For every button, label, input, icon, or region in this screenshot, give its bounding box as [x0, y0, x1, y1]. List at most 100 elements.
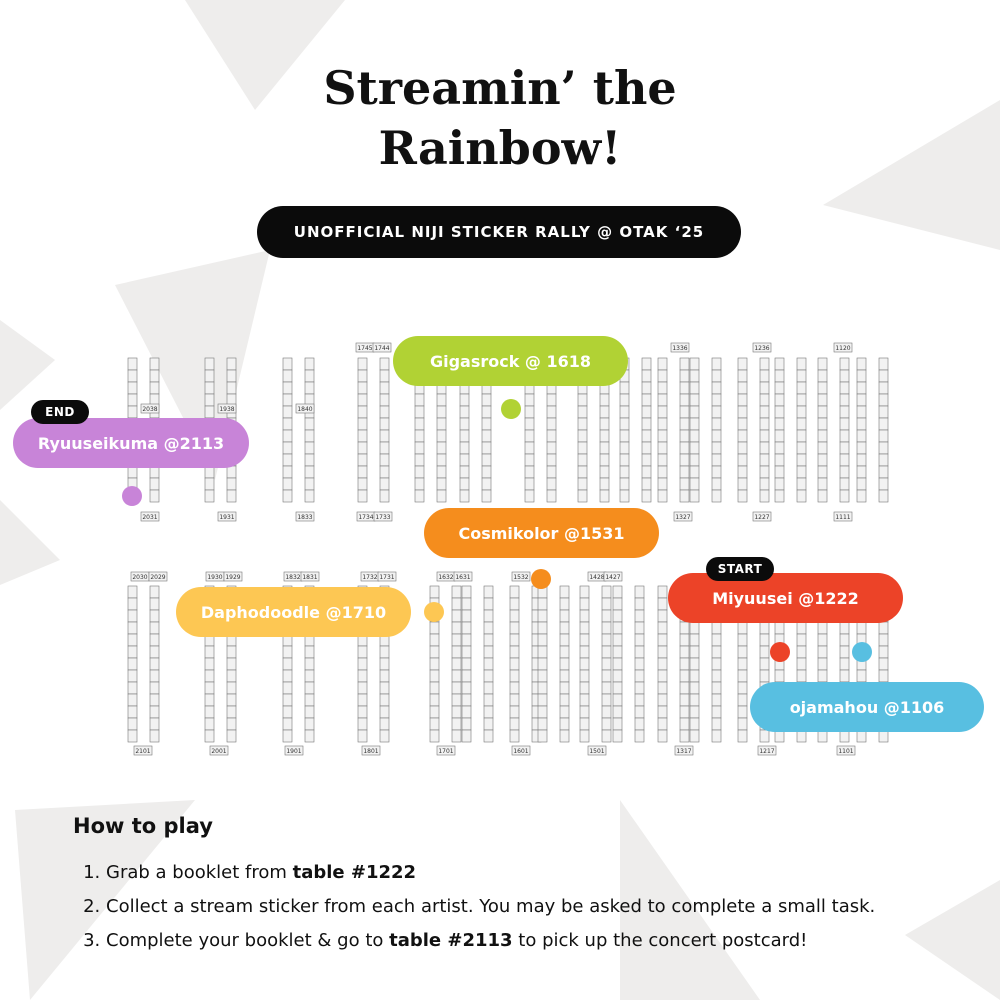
booth-table — [679, 369, 690, 383]
booth-table — [451, 609, 462, 623]
booth-table — [537, 597, 548, 611]
booth-table — [379, 465, 390, 479]
booth-table — [579, 633, 590, 647]
booth-table — [657, 477, 668, 491]
booth-table — [204, 405, 215, 419]
aisle-end-box — [752, 342, 772, 353]
aisle-end-box — [670, 342, 690, 353]
booth-table — [204, 693, 215, 707]
booth-table — [451, 657, 462, 671]
artist-pill-ryuuseikuma[interactable]: Ryuuseikuma @2113 — [13, 418, 249, 468]
booth-table — [429, 693, 440, 707]
booth-table — [612, 657, 623, 671]
booth-table — [559, 729, 570, 743]
booth-table — [414, 465, 425, 479]
booth-table — [634, 729, 645, 743]
booth-table — [878, 405, 889, 419]
booth-table — [878, 633, 889, 647]
booth-table — [759, 429, 770, 443]
booth-table — [737, 453, 748, 467]
booth-table — [619, 465, 630, 479]
booth-table — [679, 429, 690, 443]
booth-table — [577, 489, 588, 503]
booth-table — [379, 729, 390, 743]
aisle-end-label: 1833 — [297, 514, 312, 521]
booth-table — [509, 597, 520, 611]
booth-table — [204, 657, 215, 671]
booth-table — [226, 369, 237, 383]
booth-table — [451, 717, 462, 731]
aisle-end-label: 1930 — [207, 574, 222, 581]
booth-table — [634, 645, 645, 659]
aisle-end-box — [833, 342, 853, 353]
booth-table — [657, 621, 668, 635]
booth-table — [537, 693, 548, 707]
booth-table — [304, 369, 315, 383]
booth-table — [127, 621, 138, 635]
artist-pill-ojamahou[interactable]: ojamahou @1106 — [750, 682, 984, 732]
artist-pill-gigasrock[interactable]: Gigasrock @ 1618 — [393, 336, 628, 386]
booth-table — [711, 465, 722, 479]
aisle-end-box — [217, 403, 237, 414]
booth-table — [304, 465, 315, 479]
booth-table — [856, 477, 867, 491]
booth-table — [451, 621, 462, 635]
booth-table — [559, 705, 570, 719]
booth-table — [612, 681, 623, 695]
booth-table — [679, 465, 690, 479]
booth-table — [357, 429, 368, 443]
booth-table — [204, 669, 215, 683]
booth-table — [414, 489, 425, 503]
booth-table — [127, 609, 138, 623]
booth-table — [304, 477, 315, 491]
booth-table — [657, 609, 668, 623]
booth-table — [679, 441, 690, 455]
booth-table — [679, 417, 690, 431]
end-tag: END — [31, 400, 89, 424]
booth-table — [127, 369, 138, 383]
artist-pill-cosmikolor[interactable]: Cosmikolor @1531 — [424, 508, 659, 558]
booth-table — [559, 609, 570, 623]
booth-table — [817, 621, 828, 635]
booth-table — [657, 393, 668, 407]
booth-table — [634, 705, 645, 719]
booth-table — [737, 489, 748, 503]
booth-table — [619, 453, 630, 467]
aisle-end-box — [209, 745, 229, 756]
booth-table — [149, 621, 160, 635]
booth-table — [509, 609, 520, 623]
booth-table — [451, 681, 462, 695]
booth-table — [459, 465, 470, 479]
booth-table — [737, 441, 748, 455]
artist-pill-daphodoodle[interactable]: Daphodoodle @1710 — [176, 587, 411, 637]
booth-table — [759, 477, 770, 491]
booth-table — [149, 609, 160, 623]
booth-table — [204, 717, 215, 731]
booth-table — [737, 717, 748, 731]
aisle-end-label: 1831 — [302, 574, 317, 581]
booth-table — [127, 585, 138, 599]
booth-table — [817, 405, 828, 419]
aisle-end-box — [511, 745, 531, 756]
booth-table — [524, 465, 535, 479]
aisle-end-box — [217, 511, 237, 522]
booth-table — [711, 669, 722, 683]
booth-table — [878, 453, 889, 467]
artist-pill-miyuusei[interactable]: Miyuusei @1222 — [668, 573, 903, 623]
booth-table — [839, 489, 850, 503]
booth-table — [127, 669, 138, 683]
booth-table — [282, 453, 293, 467]
booth-table — [459, 477, 470, 491]
booth-table — [641, 441, 652, 455]
booth-table — [546, 489, 557, 503]
booth-table — [357, 381, 368, 395]
booth-table — [461, 693, 472, 707]
booth-table — [483, 657, 494, 671]
booth-table — [657, 465, 668, 479]
aisle-end-box — [148, 571, 168, 582]
booth-table — [524, 405, 535, 419]
booth-table — [689, 489, 700, 503]
aisle-end-box — [373, 511, 393, 522]
booth-table — [619, 477, 630, 491]
booth-table — [546, 465, 557, 479]
